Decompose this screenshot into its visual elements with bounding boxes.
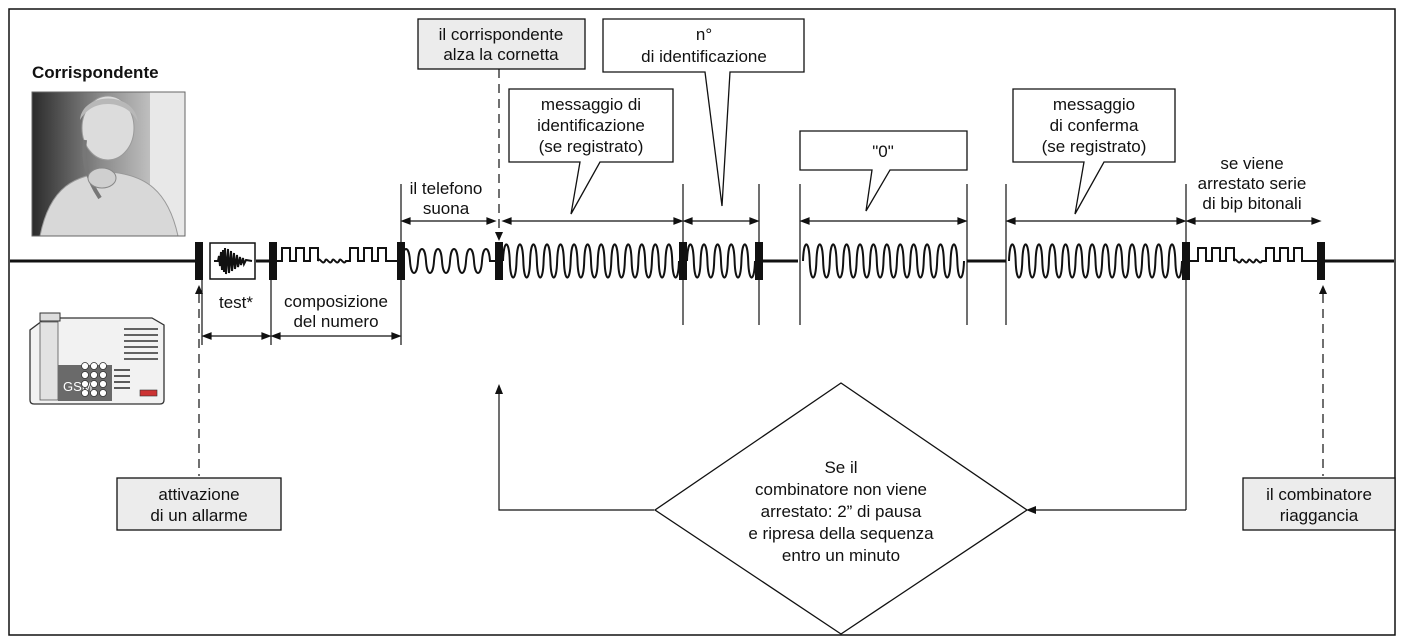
message-wave-4: [1008, 243, 1183, 279]
beep-label-1: se viene: [1220, 154, 1283, 173]
id-number-label-2: di identificazione: [641, 47, 767, 66]
test-label: test*: [219, 293, 253, 312]
decision-label-3: arrestato: 2” di pausa: [761, 502, 922, 521]
beep-label-3: di bip bitonali: [1202, 194, 1301, 213]
zero-label: "0": [872, 142, 894, 161]
activation-label-2: di un allarme: [150, 506, 247, 525]
diagram-frame: [8, 8, 1396, 636]
message-wave-1: [502, 243, 680, 279]
decision-diamond: Se il combinatore non viene arrestato: 2…: [653, 382, 1029, 635]
id-message-callout: messaggio di identificazione (se registr…: [508, 88, 674, 215]
confirm-message-label-3: (se registrato): [1042, 137, 1147, 156]
message-waves: [502, 243, 1183, 279]
id-message-label-3: (se registrato): [539, 137, 644, 156]
decision-label-2: combinatore non viene: [755, 480, 927, 499]
ringing-label-2: suona: [423, 199, 470, 218]
alarm-activation-callout: attivazione di un allarme: [116, 477, 282, 531]
id-message-label-2: identificazione: [537, 116, 645, 135]
message-wave-3: [802, 243, 965, 279]
decision-label-4: e ripresa della sequenza: [748, 524, 934, 543]
guide-lines: [201, 184, 1187, 510]
ringing-label-1: il telefono: [410, 179, 483, 198]
message-wave-2: [686, 243, 756, 279]
ring-wave: [401, 248, 496, 274]
correspondent-photo-icon: [31, 91, 186, 237]
hangup-callout: il combinatore riaggancia: [1242, 477, 1396, 531]
beep-label-2: arrestato serie: [1198, 174, 1307, 193]
confirm-message-callout: messaggio di conferma (se registrato): [1012, 88, 1176, 215]
dialing-label-1: composizione: [284, 292, 388, 311]
id-message-label-1: messaggio di: [541, 95, 641, 114]
bip-pulses: [1190, 247, 1317, 264]
pickup-label-2: alza la cornetta: [443, 45, 559, 64]
id-number-label-1: n°: [696, 25, 712, 44]
loop-back: [495, 384, 1186, 514]
test-signal-icon: [209, 242, 256, 280]
confirm-message-label-2: di conferma: [1050, 116, 1139, 135]
hangup-label-2: riaggancia: [1280, 506, 1359, 525]
pickup-label-1: il corrispondente: [439, 25, 564, 44]
decision-label-5: entro un minuto: [782, 546, 900, 565]
activation-label-1: attivazione: [158, 485, 239, 504]
hangup-label-1: il combinatore: [1266, 485, 1372, 504]
id-number-callout: n° di identificazione: [602, 18, 805, 207]
decision-label-1: Se il: [824, 458, 857, 477]
pickup-callout: il corrispondente alza la cornetta: [417, 18, 586, 70]
zero-callout: "0": [799, 130, 968, 212]
dimension-arrows: [201, 217, 1322, 340]
confirm-message-label-1: messaggio: [1053, 95, 1135, 114]
correspondent-title: Corrispondente: [32, 63, 159, 82]
gsm-dialer-device-icon: GSM: [29, 312, 165, 405]
dialing-pulses: [276, 247, 397, 264]
dialing-label-2: del numero: [293, 312, 378, 331]
